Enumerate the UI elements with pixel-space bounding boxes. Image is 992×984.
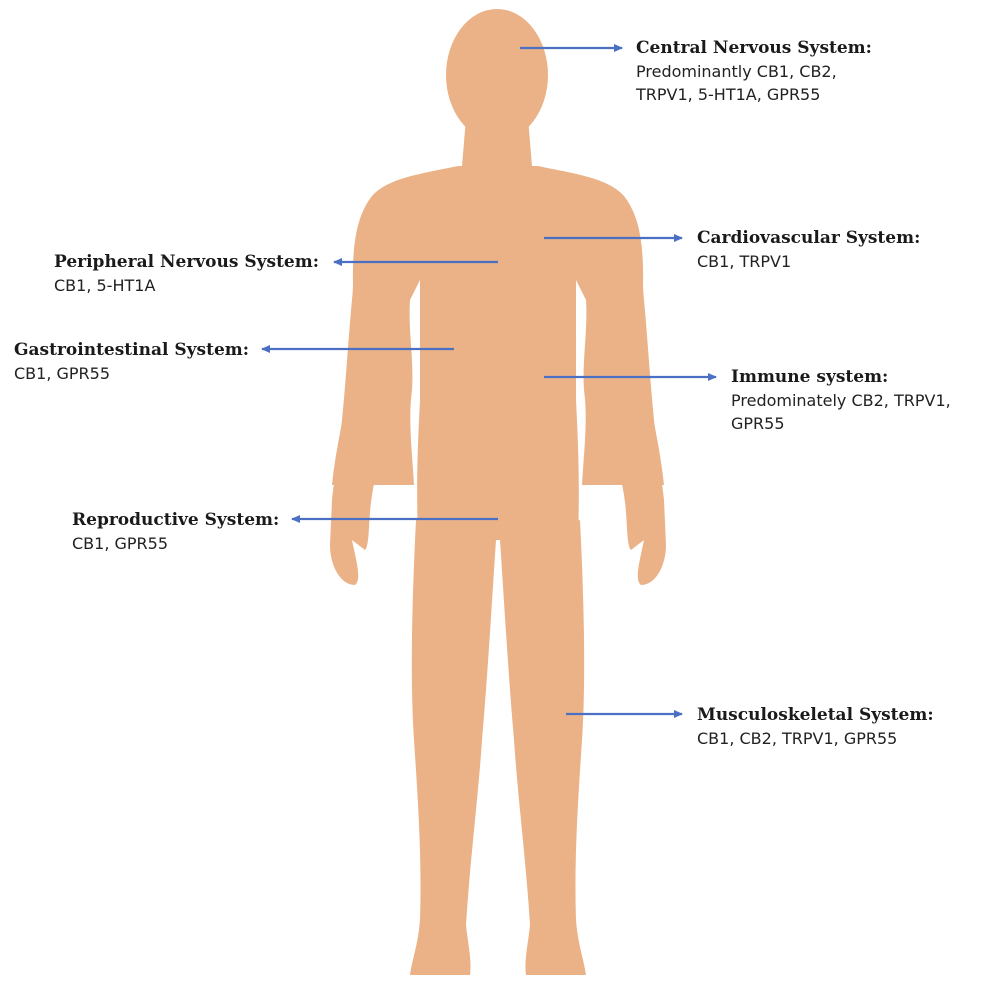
receptor-list: TRPV1, 5-HT1A, GPR55 [636, 83, 872, 106]
receptor-list: Predominantly CB1, CB2, [636, 60, 872, 83]
human-body-silhouette [330, 9, 666, 975]
receptor-list: CB1, CB2, TRPV1, GPR55 [697, 727, 934, 750]
system-name: Immune system: [731, 365, 951, 389]
label-central-nervous-system: Central Nervous System: Predominantly CB… [636, 36, 872, 106]
system-name: Musculoskeletal System: [697, 703, 934, 727]
receptor-list: CB1, GPR55 [14, 362, 249, 385]
label-reproductive-system: Reproductive System: CB1, GPR55 [72, 508, 279, 555]
system-name: Gastrointestinal System: [14, 338, 249, 362]
receptor-list: CB1, TRPV1 [697, 250, 920, 273]
label-gastrointestinal-system: Gastrointestinal System: CB1, GPR55 [14, 338, 249, 385]
system-name: Peripheral Nervous System: [54, 250, 319, 274]
right-leg [500, 520, 586, 975]
receptor-list: GPR55 [731, 412, 951, 435]
receptor-list: CB1, GPR55 [72, 532, 279, 555]
label-immune-system: Immune system: Predominately CB2, TRPV1,… [731, 365, 951, 435]
label-musculoskeletal-system: Musculoskeletal System: CB1, CB2, TRPV1,… [697, 703, 934, 750]
label-peripheral-nervous-system: Peripheral Nervous System: CB1, 5-HT1A [54, 250, 319, 297]
receptor-list: Predominately CB2, TRPV1, [731, 389, 951, 412]
system-name: Central Nervous System: [636, 36, 872, 60]
left-leg [410, 520, 496, 975]
system-name: Cardiovascular System: [697, 226, 920, 250]
label-cardiovascular-system: Cardiovascular System: CB1, TRPV1 [697, 226, 920, 273]
receptor-list: CB1, 5-HT1A [54, 274, 319, 297]
system-name: Reproductive System: [72, 508, 279, 532]
